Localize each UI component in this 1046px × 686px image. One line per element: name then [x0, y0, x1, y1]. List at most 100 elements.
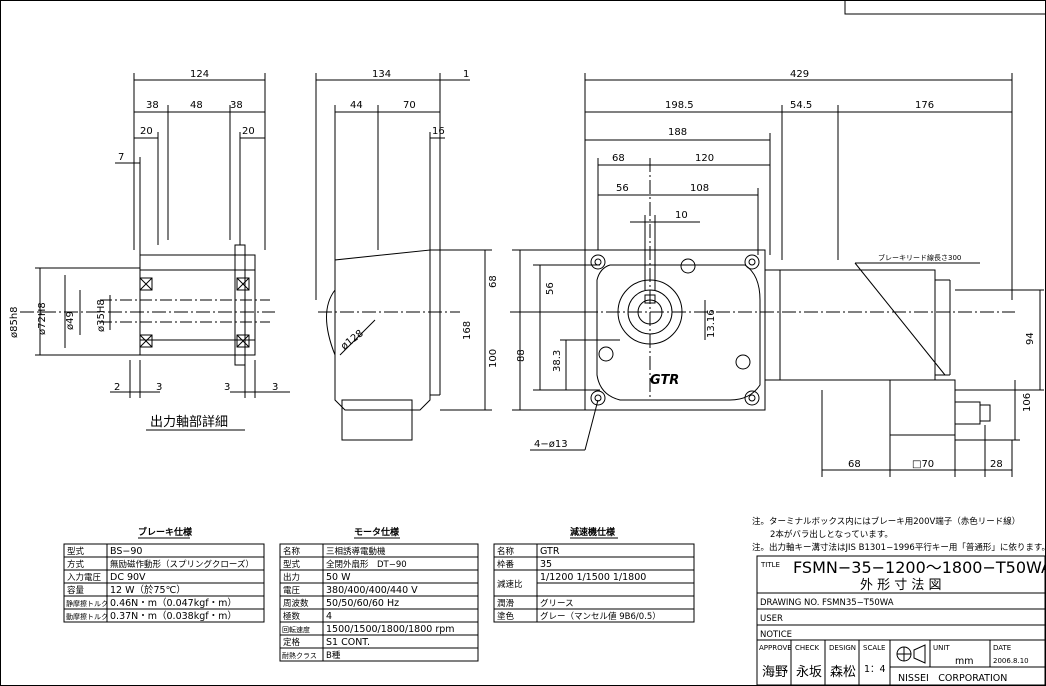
scale-label: SCALE [863, 644, 885, 652]
dim-198-5: 198.5 [665, 100, 694, 111]
drawing-no-label: DRAWING NO. [760, 598, 819, 608]
dim-holes-4-13: 4−ø13 [534, 439, 568, 450]
svg-text:380/400/400/440 V: 380/400/400/440 V [326, 585, 418, 596]
user-label: USER [760, 614, 783, 624]
svg-text:極数: 極数 [283, 611, 301, 622]
design-label: DESIGN [829, 644, 856, 652]
dim-3-b: 3 [224, 382, 230, 393]
dim-dia-49: ø49 [65, 311, 76, 330]
dim-dia-85h8: ø85h8 [9, 306, 20, 338]
svg-text:名称: 名称 [497, 546, 515, 557]
dim-94: 94 [1025, 332, 1036, 345]
svg-text:グレー（マンセル値 9B6/0.5）: グレー（マンセル値 9B6/0.5） [540, 611, 661, 622]
dim-38-3: 38.3 [552, 350, 563, 372]
dim-2: 2 [114, 382, 120, 393]
title-block: TITLE FSMN−35−1200～1800−T50WA 外 形 寸 法 図 … [756, 555, 1046, 686]
svg-text:耐熱クラス: 耐熱クラス [282, 651, 317, 660]
svg-text:方式: 方式 [67, 559, 85, 570]
svg-text:型式: 型式 [283, 559, 301, 570]
dim-70: 70 [403, 100, 416, 111]
approve-value: 海野 [762, 665, 788, 680]
svg-text:容量: 容量 [67, 585, 85, 596]
design-value: 森松 [830, 665, 856, 680]
dim-168: 168 [462, 321, 473, 340]
svg-text:35: 35 [540, 559, 552, 570]
notes: 注。ターミナルボックス内にはブレーキ用200V端子（赤色リード線） 2本がバラ出… [752, 516, 1046, 553]
notice-label: NOTICE [760, 630, 792, 640]
svg-text:12 W（於75℃）: 12 W（於75℃） [110, 584, 186, 596]
dim-44: 44 [350, 100, 363, 111]
svg-text:0.46N・m（0.047kgf・m）: 0.46N・m（0.047kgf・m） [110, 597, 237, 609]
svg-text:BS−90: BS−90 [110, 546, 142, 557]
note-2: 注。出力軸キー溝寸法はJIS B1301−1996平行キー用「普通形」に依ります… [752, 542, 1046, 553]
dim-square-70: □70 [912, 459, 934, 470]
dim-88: 88 [516, 349, 527, 362]
svg-text:0.37N・m（0.038kgf・m）: 0.37N・m（0.038kgf・m） [110, 610, 237, 622]
svg-text:静摩擦トルク: 静摩擦トルク [66, 599, 108, 608]
unit-value: mm [955, 656, 974, 667]
note-1-cont: 2本がバラ出しとなっています。 [770, 529, 893, 540]
dim-3-a: 3 [156, 382, 162, 393]
title-label: TITLE [760, 561, 780, 569]
dim-106: 106 [1022, 393, 1033, 412]
dim-100: 100 [488, 349, 499, 368]
svg-text:50/50/60/60 Hz: 50/50/60/60 Hz [326, 598, 399, 609]
dim-28: 28 [990, 459, 1003, 470]
svg-text:減速比: 減速比 [497, 579, 523, 590]
svg-text:全閉外扇形 DT−90: 全閉外扇形 DT−90 [326, 559, 407, 570]
drawing-title: FSMN−35−1200～1800−T50WA [793, 558, 1046, 577]
side-view [315, 73, 492, 441]
motor-table-title: モータ仕様 [354, 526, 400, 538]
unit-label: UNIT [933, 644, 950, 652]
shaft-detail-caption: 出力軸部詳細 [150, 414, 228, 430]
check-value: 永坂 [796, 665, 822, 680]
dim-dia-35h8: ø35H8 [96, 299, 107, 332]
output-shaft-detail-dims: 124 38 48 38 20 20 7 ø85h8 ø72H8 ø49 ø35… [9, 69, 278, 430]
dim-16: 16 [432, 126, 445, 137]
svg-text:枠番: 枠番 [497, 559, 515, 570]
svg-text:定格: 定格 [283, 637, 301, 648]
svg-text:B種: B種 [326, 650, 341, 661]
svg-text:潤滑: 潤滑 [497, 598, 515, 609]
dim-188: 188 [668, 127, 687, 138]
dim-429: 429 [790, 69, 809, 80]
dim-68-left: 68 [488, 275, 499, 288]
svg-text:型式: 型式 [67, 546, 85, 557]
svg-text:動摩擦トルク: 動摩擦トルク [66, 612, 108, 621]
dim-108: 108 [690, 183, 709, 194]
svg-text:名称: 名称 [283, 546, 301, 557]
dim-1: 1 [463, 69, 469, 80]
svg-text:無励磁作動形（スプリングクローズ）: 無励磁作動形（スプリングクローズ） [110, 559, 254, 570]
dim-54-5: 54.5 [790, 100, 812, 111]
output-shaft-detail-view [20, 73, 290, 431]
dim-120: 120 [695, 153, 714, 164]
svg-text:塗色: 塗色 [497, 611, 515, 622]
dim-68-top: 68 [612, 153, 625, 164]
dim-20-left: 20 [140, 126, 153, 137]
approve-label: APPROVE [759, 644, 792, 652]
dim-3-c: 3 [272, 382, 278, 393]
dim-68-bottom: 68 [848, 459, 861, 470]
gtr-brand-logo: GTR [650, 373, 679, 388]
dim-124: 124 [190, 69, 209, 80]
svg-text:入力電圧: 入力電圧 [67, 572, 102, 583]
brake-lead-note: ブレーキリード線長さ300 [878, 253, 961, 262]
svg-text:S1 CONT.: S1 CONT. [326, 637, 370, 648]
brake-table-title: ブレーキ仕様 [138, 526, 193, 538]
svg-text:50 W: 50 W [326, 572, 351, 583]
drawing-no: FSMN35−T50WA [822, 598, 894, 608]
dim-20-right: 20 [242, 126, 255, 137]
dim-38-right: 38 [230, 100, 243, 111]
dim-7: 7 [118, 152, 124, 163]
svg-text:三相誘導電動機: 三相誘導電動機 [326, 546, 386, 557]
svg-text:周波数: 周波数 [283, 598, 309, 609]
dim-134: 134 [372, 69, 391, 80]
dim-56-top: 56 [616, 183, 629, 194]
date-label: DATE [993, 644, 1011, 652]
date-value: 2006.8.10 [993, 657, 1029, 665]
front-view [510, 73, 1044, 477]
note-1: 注。ターミナルボックス内にはブレーキ用200V端子（赤色リード線） [752, 516, 1020, 527]
